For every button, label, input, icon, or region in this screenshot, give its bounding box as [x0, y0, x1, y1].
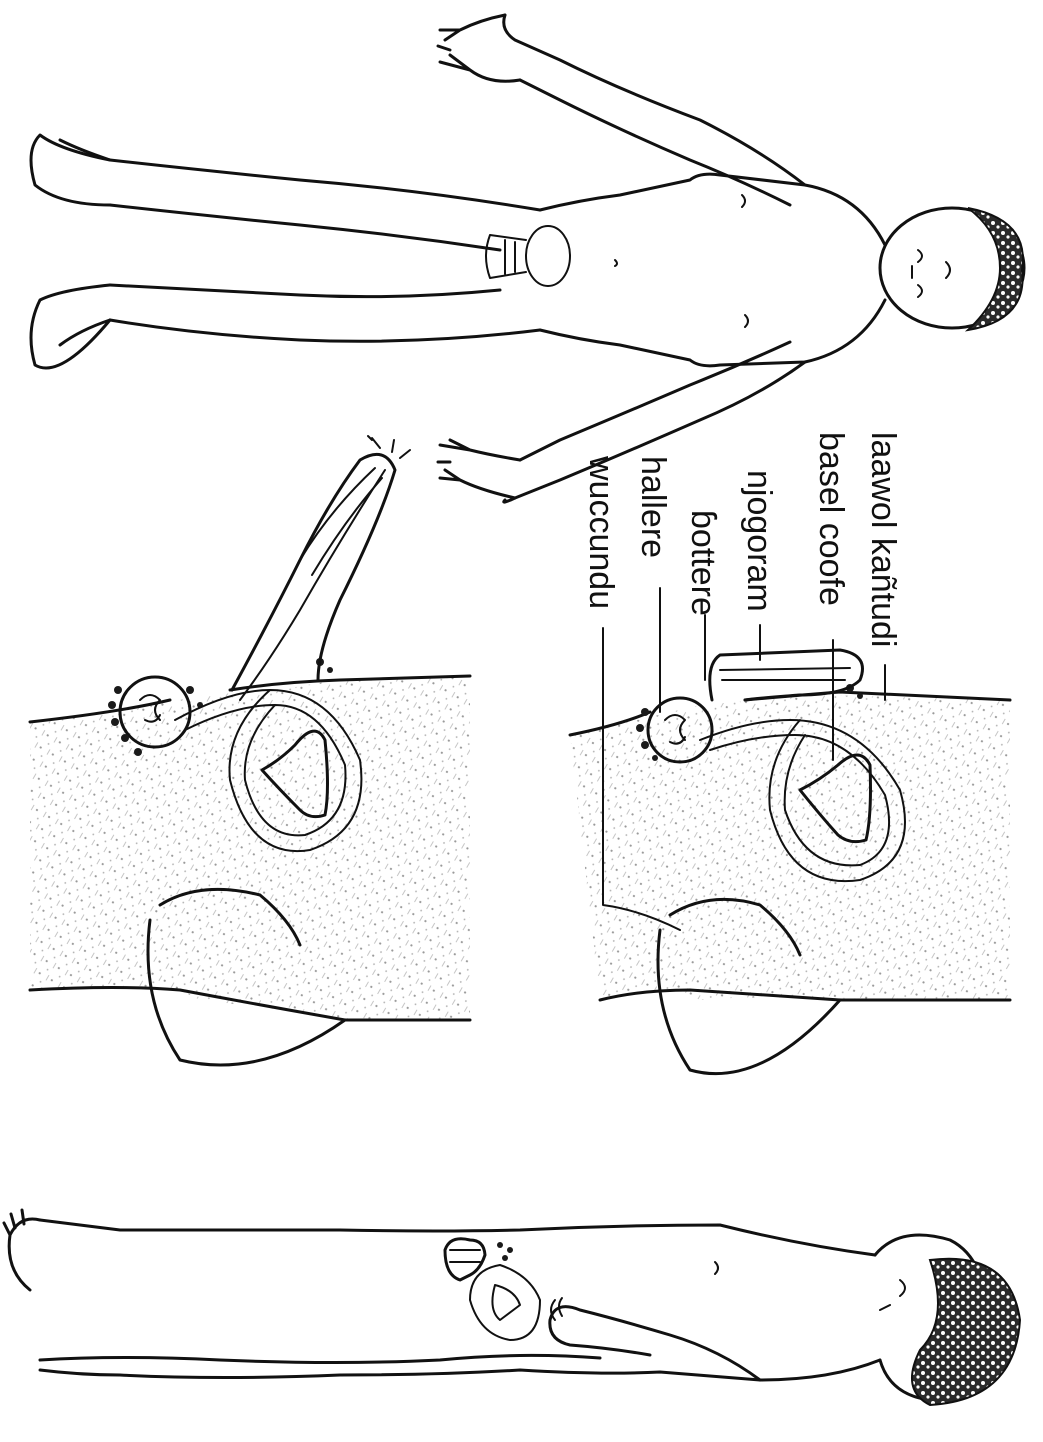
standing-figure-hand-upper — [438, 15, 520, 81]
lying-figure — [4, 1210, 1020, 1405]
standing-figure-genitals — [486, 226, 570, 286]
label-hallere: hallere — [634, 456, 672, 558]
lying-figure-arm — [550, 1307, 760, 1380]
label-wuccundu: wuccundu — [582, 455, 620, 609]
section-labeled — [570, 588, 1010, 1074]
standing-figure-arm-upper — [504, 15, 805, 205]
standing-figure-feet — [31, 135, 110, 368]
section-erect — [30, 436, 470, 1065]
lying-figure-organs — [445, 1239, 540, 1340]
label-basel-coofe: basel coofe — [812, 432, 850, 606]
standing-figure-hair — [968, 208, 1023, 330]
label-laawol-kantudi: laawol kañtudi — [864, 432, 902, 647]
section-erect-body — [30, 676, 470, 1020]
lying-figure-hair — [912, 1259, 1020, 1405]
standing-figure — [31, 15, 1024, 502]
label-njogoram: njogoram — [740, 470, 778, 612]
standing-figure-hand-lower — [438, 440, 520, 498]
lying-figure-body — [40, 1220, 880, 1380]
label-botttere: ɓottere — [684, 510, 722, 616]
standing-figure-torso — [540, 174, 885, 366]
lying-figure-feet — [4, 1210, 40, 1290]
section-labeled-body — [570, 695, 1010, 1000]
standing-figure-legs — [60, 140, 540, 345]
labels: laawol kañtudi basel coofe njogoram ɓott… — [582, 432, 902, 647]
